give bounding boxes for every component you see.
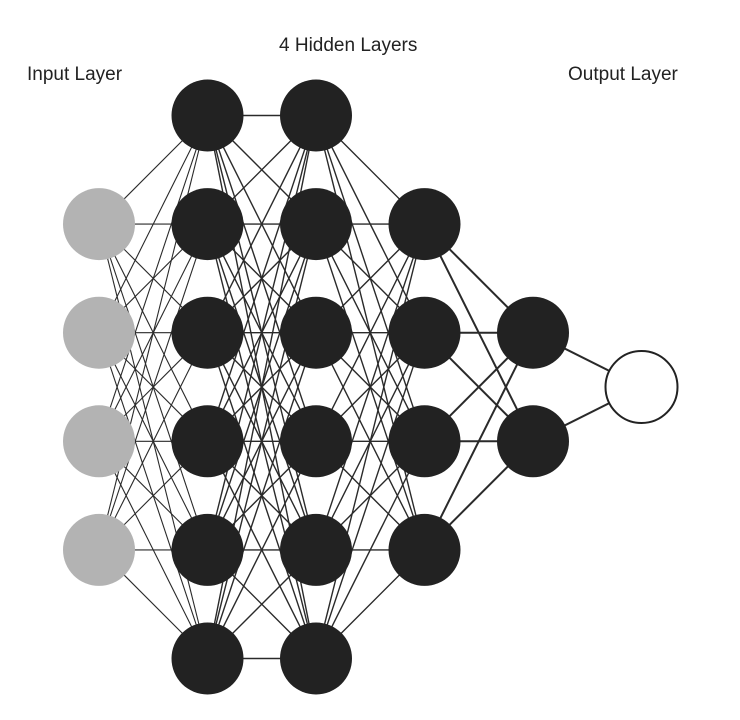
hidden-2-node-0 bbox=[280, 79, 352, 152]
edge-hidden-1-5-to-hidden-2-1 bbox=[206, 223, 317, 659]
edge-input-1-to-hidden-1-0 bbox=[98, 115, 208, 333]
edge-hidden-3-3-to-hidden-4-0 bbox=[423, 332, 534, 551]
output-layer-label: Output Layer bbox=[568, 64, 679, 85]
hidden-3-node-1 bbox=[388, 296, 461, 369]
edge-hidden-2-5-to-hidden-3-0 bbox=[315, 223, 426, 659]
input-node-3 bbox=[63, 513, 135, 586]
hidden-3-node-3 bbox=[388, 513, 461, 586]
edge-input-3-to-hidden-1-2 bbox=[98, 332, 208, 551]
edge-hidden-1-5-to-hidden-2-3 bbox=[206, 440, 317, 659]
edge-hidden-2-5-to-hidden-3-1 bbox=[315, 332, 426, 659]
hidden-1-node-3 bbox=[171, 405, 244, 478]
hidden-1-node-0 bbox=[171, 79, 244, 152]
edge-hidden-1-4-to-hidden-2-0 bbox=[206, 115, 317, 551]
nodes-group bbox=[63, 79, 679, 695]
hidden-2-node-4 bbox=[280, 513, 352, 586]
edge-input-2-to-hidden-1-0 bbox=[98, 115, 209, 442]
hidden-1-node-2 bbox=[171, 296, 244, 369]
hidden-3-node-0 bbox=[388, 188, 461, 261]
edge-hidden-1-2-to-hidden-2-0 bbox=[206, 115, 317, 334]
hidden-1-node-1 bbox=[171, 188, 244, 261]
edges-group bbox=[98, 114, 642, 660]
hidden-3-node-2 bbox=[388, 405, 461, 478]
hidden-4-node-1 bbox=[497, 405, 569, 478]
output-node-0 bbox=[604, 350, 679, 424]
hidden-2-node-2 bbox=[280, 296, 352, 369]
hidden-4-node-0 bbox=[497, 296, 569, 369]
hidden-1-node-4 bbox=[171, 513, 244, 586]
edge-hidden-2-3-to-hidden-3-0 bbox=[315, 223, 426, 442]
input-node-1 bbox=[63, 296, 135, 369]
hidden-2-node-3 bbox=[280, 405, 352, 478]
edge-hidden-1-3-to-hidden-2-0 bbox=[206, 115, 317, 442]
hidden-layers-label: 4 Hidden Layers bbox=[279, 35, 417, 56]
input-node-0 bbox=[63, 188, 135, 261]
edge-hidden-2-4-to-hidden-3-0 bbox=[315, 223, 426, 551]
edge-input-3-to-hidden-1-0 bbox=[98, 115, 209, 551]
input-node-2 bbox=[63, 405, 135, 478]
input-layer-label: Input Layer bbox=[27, 64, 123, 85]
edge-hidden-1-5-to-hidden-2-2 bbox=[206, 332, 317, 659]
edge-input-3-to-hidden-1-1 bbox=[98, 223, 209, 551]
hidden-1-node-5 bbox=[171, 622, 244, 695]
hidden-2-node-5 bbox=[280, 622, 352, 695]
edge-hidden-2-5-to-hidden-3-2 bbox=[315, 440, 426, 659]
hidden-2-node-1 bbox=[280, 188, 352, 261]
